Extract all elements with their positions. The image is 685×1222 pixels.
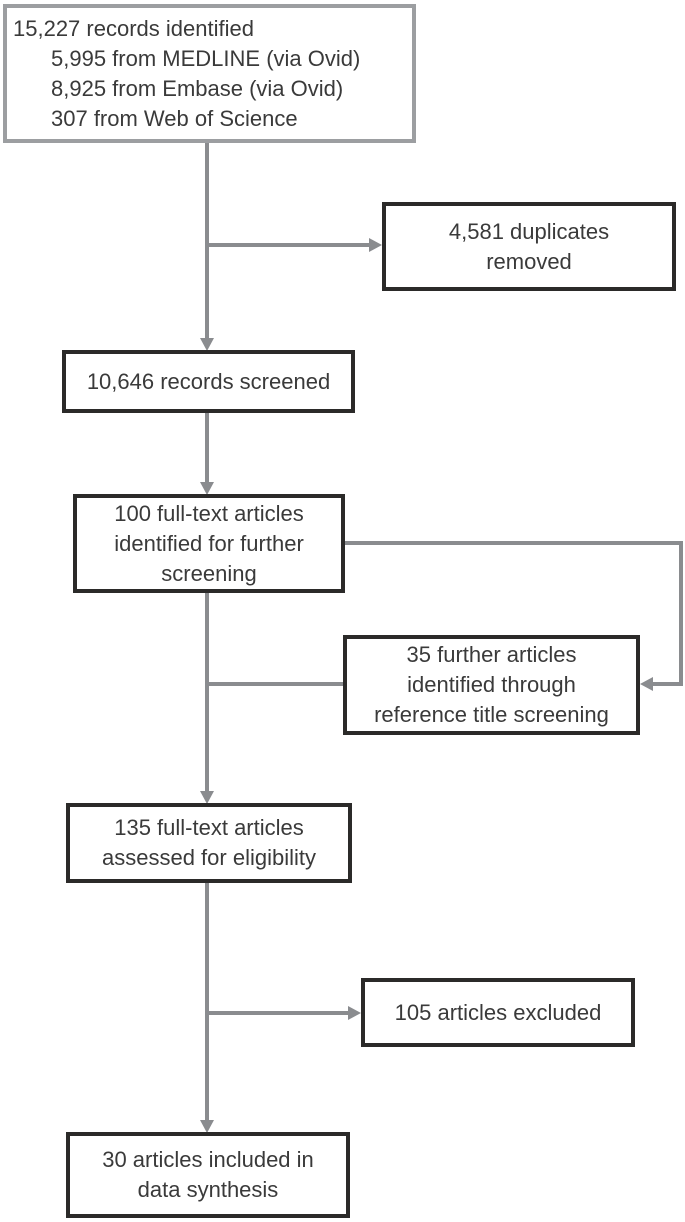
box-fulltext-identified: 100 full-text articles identified for fu… — [73, 494, 345, 593]
duplicates-removed-line: 4,581 duplicates — [448, 218, 610, 244]
connector-branch-excluded — [205, 1011, 351, 1015]
arrowhead-down-icon — [200, 482, 214, 495]
box-articles-excluded: 105 articles excluded — [361, 978, 635, 1047]
duplicates-removed-line: removed — [486, 248, 572, 274]
fulltext-identified-line: identified for further — [114, 530, 304, 556]
connector-branch-duplicates — [205, 243, 371, 247]
connector-screened-to-fulltext — [205, 413, 209, 484]
records-identified-line: 5,995 from MEDLINE (via Ovid) — [51, 45, 361, 71]
records-identified-line: 307 from Web of Science — [51, 105, 298, 131]
arrowhead-down-icon — [200, 338, 214, 351]
articles-included-line: 30 articles included in — [102, 1147, 314, 1172]
box-duplicates-removed: 4,581 duplicates removed — [382, 202, 676, 291]
fulltext-assessed-line: 135 full-text articles — [114, 815, 304, 840]
fulltext-identified-line: 100 full-text articles — [114, 500, 304, 526]
box-records-identified: 15,227 records identified 5,995 from MED… — [3, 4, 416, 143]
connector-identified-to-screened — [205, 143, 209, 340]
records-identified-line: 8,925 from Embase (via Ovid) — [51, 75, 344, 101]
arrowhead-left-icon — [640, 677, 653, 691]
box-records-screened: 10,646 records screened — [62, 350, 355, 413]
records-screened-line: 10,646 records screened — [86, 368, 331, 394]
arrowhead-down-icon — [200, 791, 214, 804]
arrowhead-right-icon — [369, 238, 382, 252]
box-articles-included: 30 articles included in data synthesis — [66, 1132, 350, 1218]
connector-fulltext-to-assessed — [205, 593, 209, 793]
fulltext-identified-line: screening — [161, 560, 257, 586]
records-identified-line: 15,227 records identified — [13, 15, 254, 41]
connector-further-to-main — [205, 682, 343, 686]
box-further-articles: 35 further articles identified through r… — [343, 635, 640, 735]
box-fulltext-assessed: 135 full-text articles assessed for elig… — [66, 803, 352, 883]
articles-excluded-line: 105 articles excluded — [394, 999, 602, 1025]
arrowhead-down-icon — [200, 1120, 214, 1133]
connector-fulltext-right — [345, 541, 683, 545]
further-articles-line: identified through — [407, 672, 576, 697]
further-articles-line: 35 further articles — [406, 642, 577, 667]
arrowhead-right-icon — [348, 1006, 361, 1020]
connector-into-further — [652, 682, 683, 686]
connector-right-elbow — [679, 541, 683, 686]
connector-assessed-to-included — [205, 883, 209, 1122]
fulltext-assessed-line: assessed for eligibility — [102, 845, 316, 870]
articles-included-line: data synthesis — [137, 1177, 279, 1202]
further-articles-line: reference title screening — [374, 702, 609, 727]
